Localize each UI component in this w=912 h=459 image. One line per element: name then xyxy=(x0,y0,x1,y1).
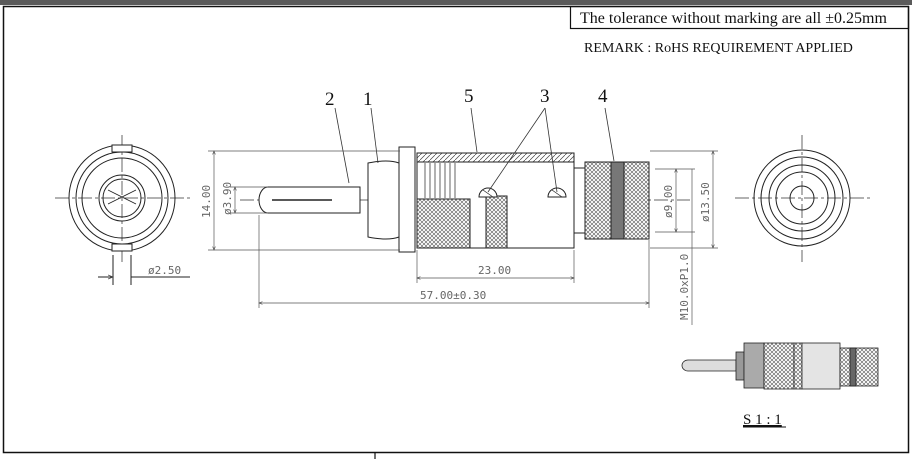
scale-label: S 1 : 1 xyxy=(743,412,782,428)
left-end-view xyxy=(55,135,190,285)
rohs-remark: REMARK : RoHS REQUIREMENT APPLIED xyxy=(584,41,853,56)
total-length-dim: 57.00±0.30 xyxy=(420,289,486,302)
thread-dim: M10.0xP1.0 xyxy=(678,254,691,320)
part-label-3: 3 xyxy=(540,86,550,107)
window-top-bar xyxy=(0,0,912,5)
body-length-dim: 23.00 xyxy=(478,264,511,277)
height-dim: 14.00 xyxy=(200,185,213,218)
right-end-view xyxy=(735,135,870,262)
dimension-lines xyxy=(208,151,718,325)
tolerance-note: The tolerance without marking are all ±0… xyxy=(580,10,887,27)
part-leaders xyxy=(334,107,615,193)
pin-diameter-dim: ø3.90 xyxy=(221,182,234,215)
part-label-1: 1 xyxy=(363,89,373,110)
body-part-1 xyxy=(367,160,400,240)
part-label-5: 5 xyxy=(464,86,474,107)
part-label-4: 4 xyxy=(598,86,608,107)
cap-outer-diameter-dim: ø13.50 xyxy=(699,182,712,222)
part-label-2: 2 xyxy=(325,89,335,110)
cap-inner-diameter-dim: ø9.00 xyxy=(662,185,675,218)
side-view xyxy=(240,146,690,253)
hole-diameter-dim: ø2.50 xyxy=(148,264,181,277)
drawing-frame xyxy=(2,5,910,459)
actual-size-view xyxy=(681,342,879,390)
